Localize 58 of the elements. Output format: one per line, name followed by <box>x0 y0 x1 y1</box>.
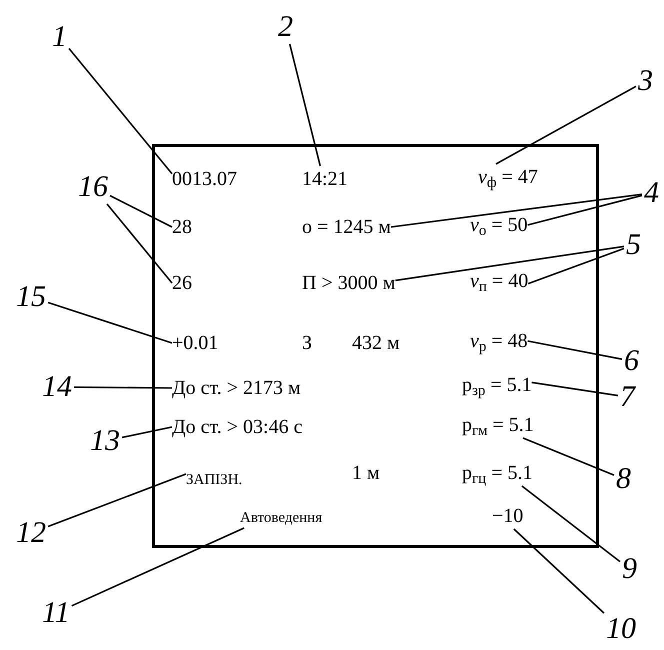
leader-line <box>513 528 605 614</box>
leader-line <box>496 86 636 165</box>
callout-number: 2 <box>276 10 295 44</box>
screen-readout: −10 <box>492 503 524 529</box>
leader-line <box>528 248 624 284</box>
screen-readout: p$_{зр}$ = 5.1 <box>462 372 532 398</box>
leader-line <box>71 527 244 607</box>
leader-line <box>288 44 321 166</box>
screen-readout: p$_{гм}$ = 5.1 <box>462 412 534 438</box>
callout-number: 7 <box>618 380 637 414</box>
leader-line <box>48 302 172 344</box>
callout-number: 12 <box>14 516 48 550</box>
display-screen-frame <box>152 144 599 548</box>
leader-line <box>527 194 642 226</box>
leader-line <box>48 473 186 528</box>
leader-line <box>390 193 642 228</box>
leader-line <box>528 340 622 360</box>
screen-readout: До ст. > 03:46 с <box>172 414 302 440</box>
callout-number: 16 <box>76 170 110 204</box>
leader-line <box>122 426 172 438</box>
screen-readout: 1 м <box>352 461 380 486</box>
callout-number: 5 <box>624 228 643 262</box>
callout-number: 11 <box>40 596 72 630</box>
screen-readout: До ст. > 2173 м <box>172 375 301 401</box>
callout-number: 6 <box>622 344 641 378</box>
screen-readout: П > 3000 м <box>302 270 396 296</box>
leader-line <box>395 246 624 282</box>
leader-line <box>522 437 614 476</box>
screen-readout: v$_{ф}$ = 47 <box>478 164 538 190</box>
screen-readout: 28 <box>172 214 192 240</box>
screen-readout: ЗАПІЗН. <box>186 470 242 490</box>
screen-readout: p$_{гц}$ = 5.1 <box>462 460 532 486</box>
leader-line <box>106 204 173 284</box>
leader-line <box>110 194 172 228</box>
screen-readout: +0.01 <box>172 330 218 356</box>
screen-readout: З <box>302 331 312 356</box>
screen-readout: 0013.07 <box>172 166 237 192</box>
callout-number: 15 <box>14 280 48 314</box>
leader-line <box>532 382 618 396</box>
leader-line <box>521 485 620 562</box>
screen-readout: о = 1245 м <box>302 214 391 240</box>
callout-number: 1 <box>50 20 69 54</box>
callout-number: 10 <box>604 612 638 646</box>
screen-readout: v$_{р}$ = 48 <box>470 328 528 354</box>
screen-readout: v$_{о}$ = 50 <box>470 212 528 238</box>
callout-number: 3 <box>636 64 655 98</box>
leader-line <box>68 48 173 174</box>
callout-number: 4 <box>642 176 661 210</box>
callout-number: 8 <box>614 462 633 496</box>
screen-readout: Автоведення <box>240 508 322 528</box>
screen-readout: 26 <box>172 270 192 296</box>
screen-readout: 432 м <box>352 331 400 356</box>
callout-number: 13 <box>88 424 122 458</box>
callout-number: 9 <box>620 552 639 586</box>
screen-readout: 14:21 <box>302 166 348 192</box>
callout-number: 14 <box>40 370 74 404</box>
screen-readout: v$_{п}$ = 40 <box>470 268 528 294</box>
leader-line <box>74 386 172 389</box>
